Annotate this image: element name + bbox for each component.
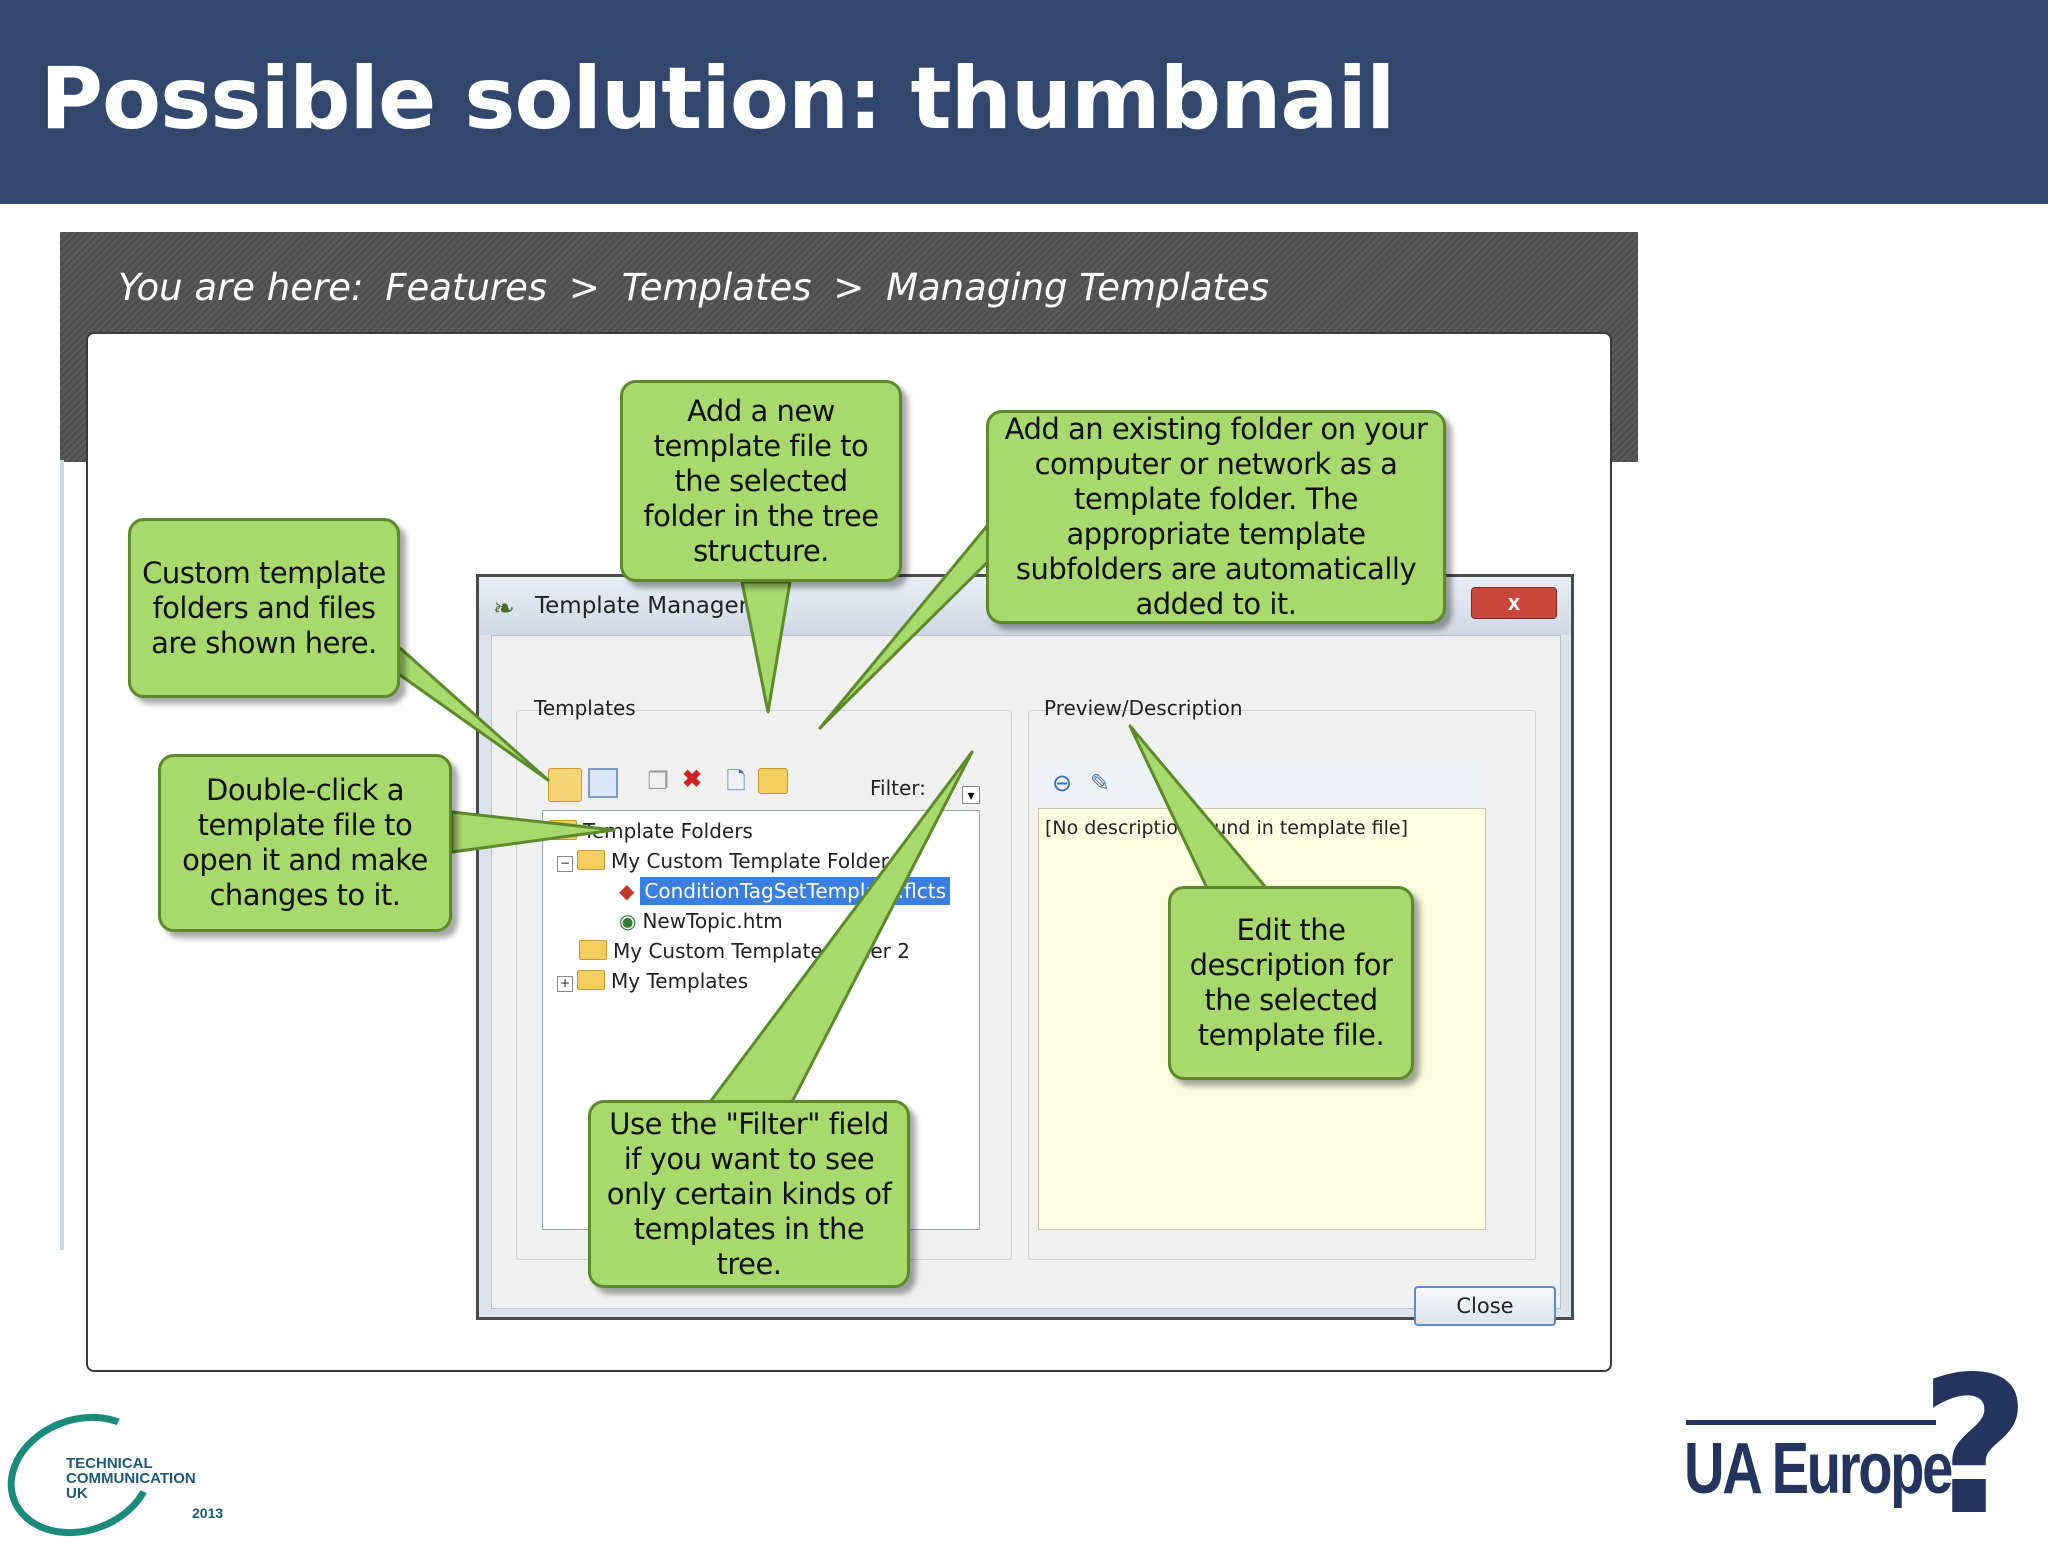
ua-europe-wordmark: UA Europe: [1684, 1429, 1953, 1509]
delete-icon[interactable]: ✖: [681, 766, 703, 793]
breadcrumb-item-features[interactable]: Features: [385, 266, 548, 309]
tree-root[interactable]: Template Folders: [549, 819, 753, 843]
tcuk-wordmark: TECHNICAL COMMUNICATION UK: [66, 1455, 196, 1502]
browser-file-icon: ◉: [619, 909, 637, 933]
question-mark-icon: ?: [1920, 1336, 2031, 1557]
tree-file-2[interactable]: ◉NewTopic.htm: [619, 909, 783, 933]
dialog-title: Template Manager: [535, 593, 749, 619]
frame-edge: [60, 460, 64, 1250]
filter-dropdown-icon[interactable]: ▾: [962, 786, 980, 804]
close-icon[interactable]: x: [1471, 587, 1557, 619]
preview-toolbar: ⊖ ✎: [1038, 762, 1484, 808]
tree-folder-2[interactable]: My Custom Template Folder 2: [579, 939, 910, 963]
templates-group-label: Templates: [534, 696, 636, 720]
preview-group: [1028, 710, 1536, 1260]
add-existing-folder-icon[interactable]: [758, 768, 788, 794]
slide-title: Possible solution: thumbnail: [40, 49, 1395, 149]
breadcrumb-separator: >: [833, 266, 865, 309]
ua-europe-bar: [1686, 1420, 1936, 1425]
folder-icon: [577, 850, 605, 870]
template-manager-icon: ❧: [493, 593, 515, 623]
tree-folder-3[interactable]: +My Templates: [557, 969, 748, 993]
edit-description-icon[interactable]: ✎: [1089, 770, 1111, 797]
callout-add-existing: Add an existing folder on your computer …: [986, 410, 1446, 624]
collapse-icon[interactable]: −: [557, 856, 573, 872]
copy-icon[interactable]: ❐: [647, 768, 669, 795]
tree-file-selected[interactable]: ◆ConditionTagSetTemplate.flcts: [619, 876, 952, 906]
grid-view-icon[interactable]: [588, 768, 618, 798]
callout-add-new: Add a new template file to the selected …: [620, 380, 902, 582]
slide-header: Possible solution: thumbnail: [0, 0, 2048, 204]
callout-filter: Use the "Filter" field if you want to se…: [588, 1100, 910, 1288]
breadcrumb-separator: >: [568, 266, 600, 309]
breadcrumb-prefix: You are here:: [118, 266, 364, 309]
add-template-file-icon[interactable]: 🗋: [726, 768, 746, 795]
breadcrumb-item-templates[interactable]: Templates: [621, 266, 812, 309]
close-button[interactable]: Close: [1414, 1286, 1556, 1326]
template-file-icon: ◆: [619, 879, 635, 903]
filter-label: Filter:: [870, 776, 926, 800]
folder-icon: [577, 970, 605, 990]
open-folder-icon[interactable]: [548, 768, 582, 802]
ua-europe-logo: UA Europe ?: [1684, 1352, 2044, 1542]
breadcrumb-item-managing-templates: Managing Templates: [886, 266, 1270, 309]
callout-double-click: Double-click a template file to open it …: [158, 754, 452, 932]
callout-custom-folders: Custom template folders and files are sh…: [128, 518, 400, 698]
tcuk-year: 2013: [192, 1505, 224, 1521]
expand-icon[interactable]: +: [557, 976, 573, 992]
callout-edit-description: Edit the description for the selected te…: [1168, 886, 1414, 1080]
breadcrumb: You are here: Features > Templates > Man…: [118, 266, 1279, 309]
tree-folder-1[interactable]: −My Custom Template Folder 1: [557, 849, 908, 873]
folder-icon: [579, 940, 607, 960]
tcuk-logo: TECHNICAL COMMUNICATION UK 2013: [0, 1393, 236, 1557]
preview-description: [No description found in template file]: [1045, 817, 1408, 839]
folder-icon: [549, 820, 577, 840]
preview-refresh-icon[interactable]: ⊖: [1051, 770, 1073, 797]
preview-group-label: Preview/Description: [1044, 696, 1243, 720]
